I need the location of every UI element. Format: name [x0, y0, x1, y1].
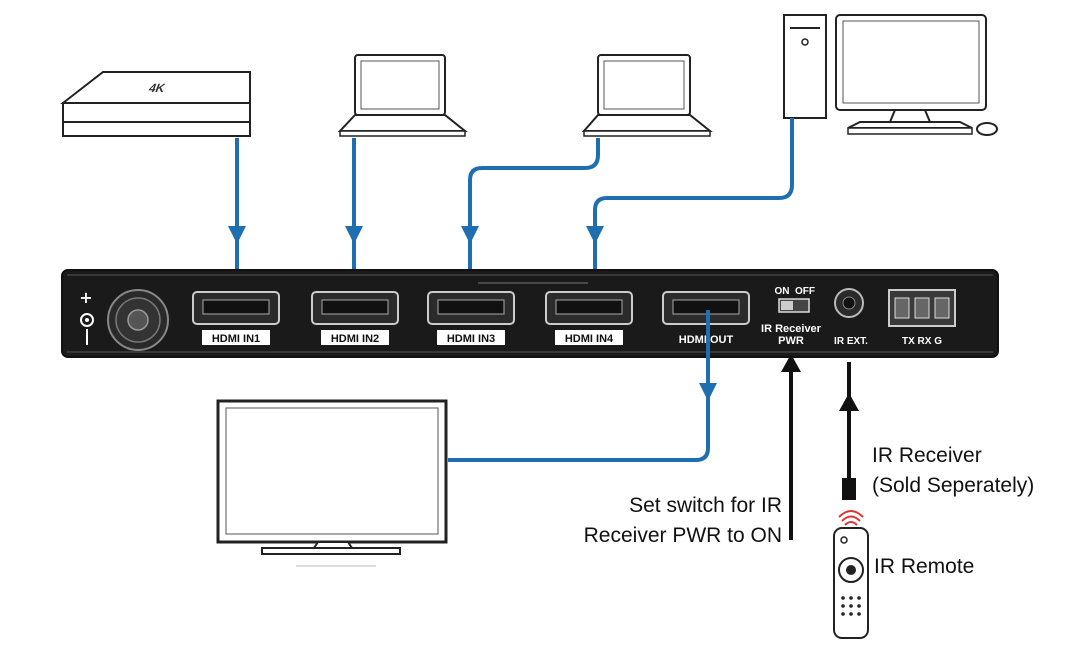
- hdmi-in3-port: HDMI IN3: [427, 291, 515, 345]
- streaming-box-icon: 4K: [60, 71, 251, 137]
- power-polarity-icon: +: [79, 288, 94, 345]
- hdmi-in4-label: HDMI IN4: [565, 333, 614, 345]
- tv-display-icon: [216, 399, 448, 567]
- ir-receiver-power-switch: ON OFF IR Receiver PWR: [761, 286, 822, 347]
- dc-power-jack: [107, 289, 169, 351]
- hdmi-in1-label: HDMI IN1: [212, 333, 260, 345]
- hdmi-in2-label: HDMI IN2: [331, 333, 379, 345]
- laptop-2-icon: [581, 54, 713, 137]
- cable-in3: [468, 138, 600, 300]
- rs232-terminal-block: TX RX G: [888, 289, 956, 347]
- box-label: 4K: [147, 81, 167, 95]
- switch-caption-line2: PWR: [778, 335, 804, 347]
- ir-remote-label: IR Remote: [874, 555, 974, 578]
- hdmi-in3-label: HDMI IN3: [447, 333, 495, 345]
- ir-ext-jack: IR EXT.: [834, 288, 868, 347]
- desktop-computer-icon: [783, 14, 998, 136]
- hdmi-in1-port: HDMI IN1: [192, 291, 280, 345]
- hdmi-in4-port: HDMI IN4: [545, 291, 633, 345]
- laptop-1-icon: [337, 54, 468, 137]
- ir-receiver-note-line1: IR Receiver: [872, 444, 982, 467]
- switch-on-label: ON: [775, 286, 790, 297]
- switch-off-label: OFF: [795, 286, 815, 297]
- hdmi-out-port: HDMI OUT: [662, 291, 750, 346]
- hdmi-switch-chassis: [61, 269, 999, 358]
- cable-out: [448, 310, 710, 462]
- ir-receiver-note-line2: (Sold Seperately): [872, 474, 1034, 497]
- ir-remote-icon: [833, 510, 869, 639]
- switch-note-line2: Receiver PWR to ON: [584, 524, 782, 547]
- ir-ext-label: IR EXT.: [834, 336, 868, 347]
- switch-caption-line1: IR Receiver: [761, 323, 822, 335]
- switch-note-line1: Set switch for IR: [629, 494, 782, 517]
- svg-text:+: +: [79, 288, 92, 307]
- hdmi-in2-port: HDMI IN2: [311, 291, 399, 345]
- ir-receiver-eye: [842, 478, 856, 500]
- rs232-label: TX RX G: [902, 336, 942, 347]
- cable-in4: [593, 118, 794, 300]
